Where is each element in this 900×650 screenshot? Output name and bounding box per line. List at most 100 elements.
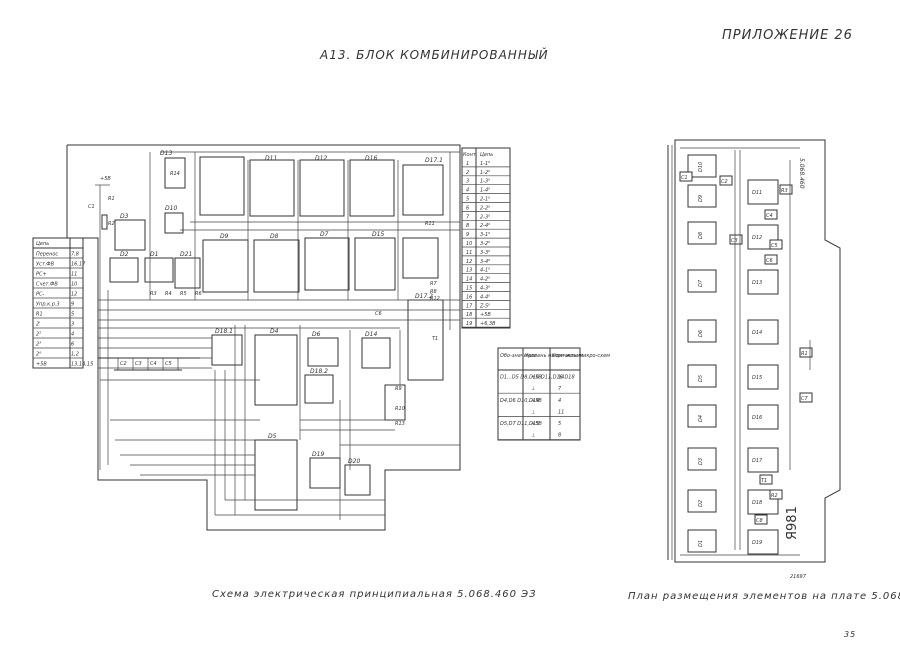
right-connector-pin: 15: [466, 286, 472, 292]
schematic-component-labels: C1 C2 C3 C4 C5 C6 R1 R2 R3 R4 R5 R6 R7 R…: [88, 171, 440, 427]
power-table-header: Уровень напря-жения: [525, 353, 583, 359]
right-connector-net: 3-2⁰: [480, 241, 490, 247]
svg-text:+5В: +5В: [100, 176, 111, 182]
ic-label: D4: [270, 328, 279, 335]
left-connector-pin: 1,2: [71, 352, 79, 358]
appendix-label: ПРИЛОЖЕНИЕ 26: [722, 28, 853, 43]
ic-label: D18.1: [215, 328, 233, 335]
wiring-vertical: [99, 152, 451, 520]
board-ic-label: D4: [698, 415, 704, 422]
left-connector-pin: 5: [71, 312, 74, 318]
ic-label: D17.2: [415, 293, 433, 300]
power-table-cell: 4: [558, 398, 561, 404]
right-connector-pin: 11: [466, 250, 472, 256]
right-connector-pin: 5: [466, 197, 469, 203]
right-connector-pin: 9: [466, 232, 469, 238]
ic-label: D13: [160, 150, 172, 157]
board-caption: План размещения элементов на плате 5.068…: [628, 591, 900, 602]
board-ic-footprint: [747, 447, 779, 473]
svg-text:R8: R8: [430, 289, 437, 295]
ic-label: D2: [120, 251, 129, 258]
power-table-header: Контакты микро-схем: [552, 353, 610, 359]
board-component-label: C2: [721, 179, 728, 185]
ic-label: D8: [270, 233, 279, 240]
board-ic-label: D19: [752, 540, 762, 546]
board-labels: 5.068.460 Я981 21697: [785, 158, 807, 580]
right-connector-net: +5В: [480, 312, 491, 318]
left-connector-net: РС-: [36, 292, 45, 298]
left-connector-net: Перенос: [36, 252, 58, 258]
board-traces: [680, 147, 811, 556]
right-connector-pin: 19: [466, 321, 472, 327]
ic-label: D15: [372, 231, 384, 238]
board-component: [719, 175, 733, 186]
board-component-label: C1: [681, 175, 688, 181]
board-ic-footprint: [747, 269, 779, 295]
svg-text:C6: C6: [375, 311, 382, 317]
board-ic-label: D9: [698, 195, 704, 202]
right-connector-pin: 13: [466, 268, 472, 274]
ic-label: D10: [165, 205, 177, 212]
left-connector-net: +5В: [36, 362, 47, 368]
board-component-label: C4: [766, 213, 773, 219]
left-connector-net: РС+: [36, 272, 47, 278]
ic-label: D11: [265, 155, 277, 162]
board-component: [764, 209, 778, 220]
ic-label: D1: [150, 251, 158, 258]
board-component-label: R1: [801, 351, 808, 357]
svg-text:R13: R13: [395, 421, 405, 427]
board-marking: Я981: [785, 506, 800, 540]
ic-label: D20: [348, 458, 360, 465]
power-table-cell: +5В: [531, 398, 542, 404]
svg-text:R2: R2: [108, 221, 115, 227]
power-table-cell: ⊥: [531, 386, 535, 392]
right-connector-net: 3-3⁰: [480, 250, 490, 256]
right-connector-net: 2-4⁰: [480, 223, 490, 229]
right-connector-net: 4-4⁰: [480, 294, 490, 300]
right-connector-pin: 18: [466, 312, 472, 318]
svg-text:R14: R14: [170, 171, 180, 177]
board-ic-label: D10: [698, 162, 704, 172]
power-table-cell: 7: [558, 386, 562, 392]
svg-text:R12: R12: [430, 296, 440, 302]
left-connector-pin: 6: [71, 342, 74, 348]
svg-text:R3: R3: [150, 291, 157, 297]
board-component: [799, 392, 813, 403]
ic-label: D3: [120, 213, 129, 220]
left-connector-pin: 16,17: [71, 262, 86, 268]
board-ic-footprint: [687, 221, 717, 245]
right-connector-pin: 7: [466, 214, 470, 220]
board-ic-footprint: [687, 184, 717, 208]
power-table-cell: 11: [558, 409, 564, 415]
board-ic-footprint: [687, 269, 717, 293]
board-ic-footprint: [687, 404, 717, 428]
left-connector-pin: 11: [71, 272, 77, 278]
svg-text:R6: R6: [195, 291, 202, 297]
board-component-label: R2: [771, 493, 778, 499]
right-connector-net: 1-2⁰: [480, 170, 490, 176]
ic-label: D17.1: [425, 157, 443, 164]
board-ic-label: D6: [698, 330, 704, 337]
power-table-cell: +5В: [531, 375, 542, 381]
svg-text:R10: R10: [395, 406, 405, 412]
board-ic-label: D7: [698, 279, 704, 287]
power-table-cell: ⊥: [531, 433, 535, 439]
board-small-number: 21697: [790, 574, 807, 580]
board-component-label: R3: [781, 188, 788, 194]
right-connector-net: 4-1⁰: [480, 268, 490, 274]
board-ic-label: D8: [698, 232, 704, 239]
right-connector-pin: 3: [466, 179, 469, 185]
ic-label: D21: [180, 251, 192, 258]
board-component: [764, 254, 778, 265]
board-ic-label: D3: [698, 458, 704, 465]
left-connector-pin: 10: [71, 282, 77, 288]
left-connector-net: 2²: [36, 332, 41, 338]
board-ic-label: D18: [752, 500, 762, 506]
right-connector-net: 1-3⁰: [480, 179, 490, 185]
board-ic-label: D2: [698, 500, 704, 507]
svg-text:R1: R1: [108, 196, 115, 202]
power-table-cell: D4,D6 D10,D14: [500, 398, 539, 404]
